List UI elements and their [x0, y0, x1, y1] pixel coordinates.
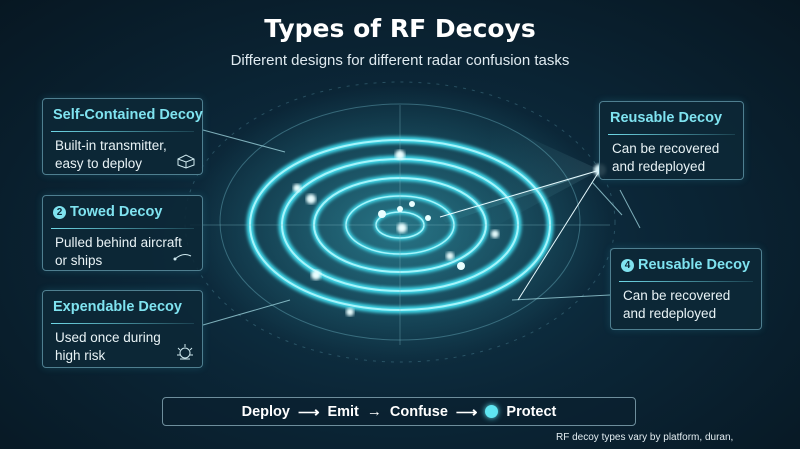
radar-blips: [293, 150, 499, 316]
card-divider: [51, 228, 194, 229]
blip: [306, 194, 316, 204]
page-title: Types of RF Decoys: [264, 14, 536, 43]
protect-dot-icon: [485, 405, 499, 418]
blip: [491, 230, 499, 238]
blip: [293, 184, 301, 192]
card-self-contained-decoy: Self-Contained Decoy Built-in transmitte…: [42, 98, 203, 175]
burst-icon: [177, 344, 193, 360]
flow-step-deploy: Deploy: [241, 403, 290, 420]
box-icon: [213, 249, 235, 267]
flow-step-protect: Protect: [506, 403, 557, 420]
card-divider: [51, 131, 194, 132]
card-divider: [51, 323, 194, 324]
box-icon: [177, 154, 195, 169]
blip: [397, 223, 407, 233]
card-reusable-decoy-top: Reusable Decoy Can be recovered and rede…: [599, 101, 744, 180]
card-divider: [608, 134, 735, 135]
blip: [409, 201, 415, 207]
blip: [346, 308, 354, 316]
arrow-right-icon: ⟶: [455, 403, 478, 421]
outer-guide-ring: [219, 103, 581, 341]
card-title: Expendable Decoy: [53, 299, 182, 315]
card-expendable-decoy: Expendable Decoy Used once during high r…: [42, 290, 203, 368]
card-body: Can be recovered and redeployed: [623, 288, 731, 321]
beam-fan: [490, 120, 600, 228]
card-number-badge: 2: [53, 206, 66, 219]
card-divider: [619, 281, 753, 282]
flow-step-emit: Emit: [327, 403, 359, 420]
blip: [395, 150, 405, 160]
footnote: RF decoy types vary by platform, duran,: [556, 432, 734, 443]
arrow-right-icon: ⟶: [297, 403, 320, 421]
tow-line-icon: [173, 254, 192, 261]
card-body: Can be recovered and redeployed: [612, 141, 720, 174]
card-body: Used once during high risk: [55, 330, 161, 363]
page-subtitle: Different designs for different radar co…: [230, 52, 570, 69]
blip: [397, 206, 403, 212]
decoy-beams: [439, 120, 606, 301]
blip: [425, 215, 431, 221]
flow-step-confuse: Confuse: [389, 403, 448, 420]
blip: [378, 210, 386, 218]
blip: [311, 270, 321, 280]
radar-rings-core: [249, 139, 551, 311]
blip: [446, 252, 454, 260]
process-flow-bar: Deploy ⟶ Emit → Confuse ⟶ Protect: [162, 397, 636, 426]
connector-lines: [202, 129, 641, 326]
card-title: Self-Contained Decoy: [53, 107, 203, 123]
card-body: Pulled behind aircraft or ships: [55, 235, 182, 268]
arrow-right-icon: →: [366, 403, 382, 420]
card-number-badge: 4: [621, 259, 634, 272]
card-body: Built-in transmitter, easy to deploy: [55, 138, 167, 171]
card-title: Reusable Decoy: [610, 110, 723, 126]
outer-dashed-ring: [184, 81, 616, 363]
blip: [457, 262, 465, 270]
